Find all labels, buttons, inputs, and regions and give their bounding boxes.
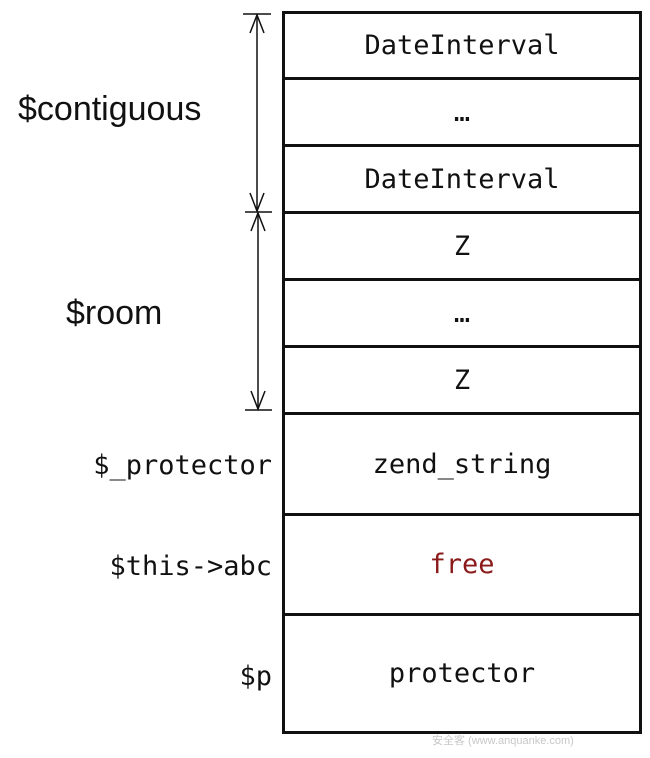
label-p: $p (239, 661, 272, 692)
cell-z-1: Z (282, 214, 642, 281)
label-protector: $_protector (93, 450, 272, 481)
cell-protector: protector (388, 658, 536, 689)
cell-z-2: Z (282, 348, 642, 415)
label-contiguous: $contiguous (18, 90, 202, 128)
room-arrowhead-down (250, 390, 266, 412)
cell-ellipsis-1: … (282, 80, 642, 147)
label-room: $room (66, 294, 163, 332)
cell-dateinterval-2: DateInterval (282, 147, 642, 214)
room-arrowhead-up (250, 210, 266, 232)
cell-zend-string: zend_string (282, 415, 642, 516)
cell-dateinterval-1: DateInterval (282, 14, 642, 80)
contiguous-arrowhead-up (249, 12, 265, 34)
watermark: 安全客 (www.anquanke.com) (432, 735, 574, 747)
label-this-abc: $this->abc (109, 551, 272, 582)
cell-free: free (282, 516, 642, 616)
contiguous-arrowhead-down (249, 192, 265, 214)
memory-stack (282, 11, 642, 734)
cell-ellipsis-2: … (282, 281, 642, 348)
